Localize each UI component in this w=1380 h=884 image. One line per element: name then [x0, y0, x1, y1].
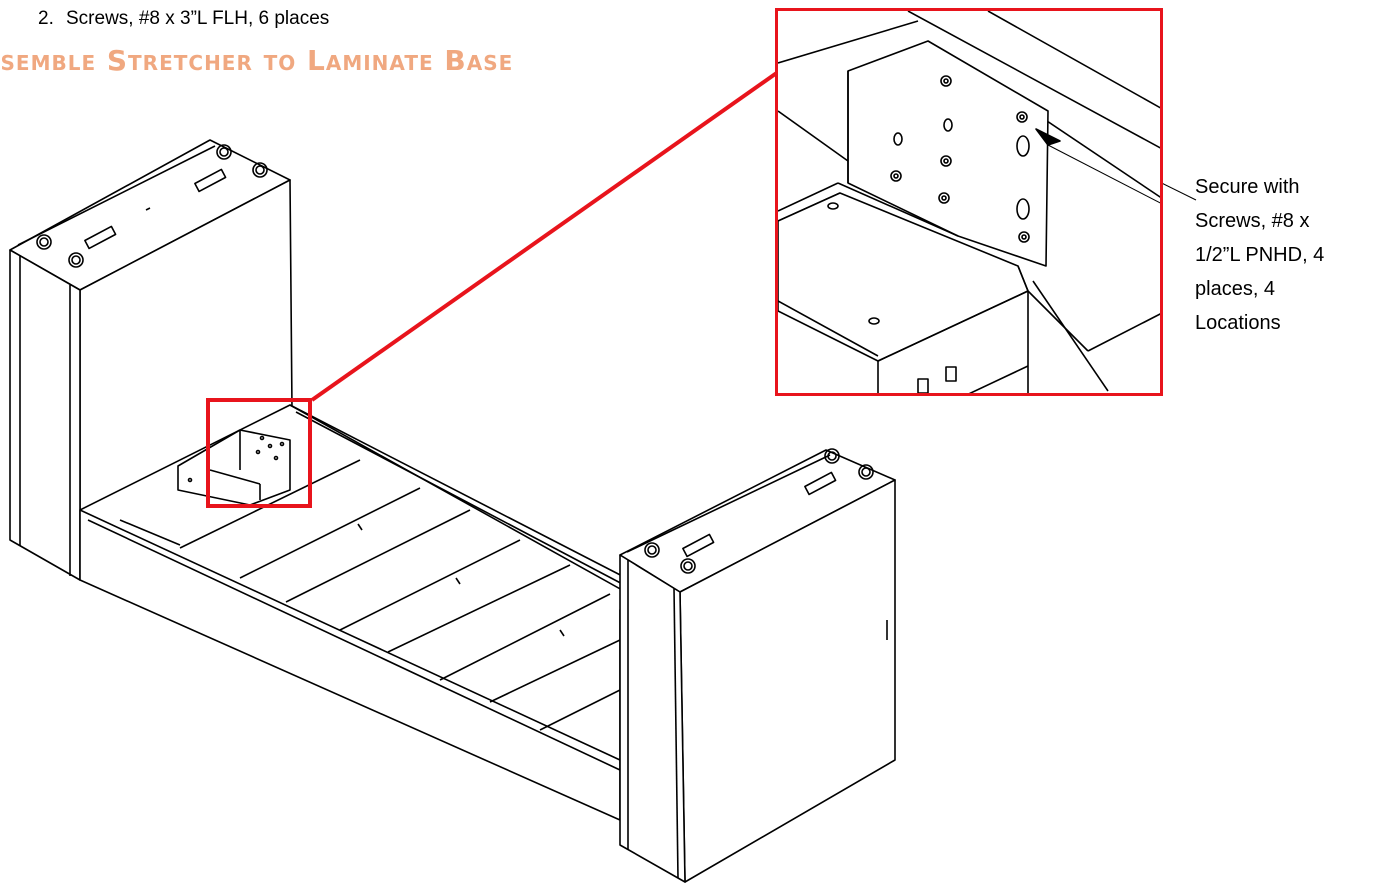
parts-list-item: 2. Screws, #8 x 3”L FLH, 6 places: [38, 8, 329, 30]
callout-line: Screws, #8 x: [1195, 210, 1310, 232]
parts-list-text: Screws, #8 x 3”L FLH, 6 places: [66, 8, 330, 29]
callout-line: places, 4: [1195, 278, 1276, 300]
detail-drawing: [778, 11, 1160, 393]
detail-view: [775, 8, 1163, 396]
parts-list-number: 2.: [38, 8, 54, 29]
zoom-leader-line: [310, 70, 780, 402]
callout-line: Locations: [1195, 312, 1281, 334]
callout-text: Secure with Screws, #8 x 1/2”L PNHD, 4 p…: [1195, 170, 1380, 340]
callout-line: 1/2”L PNHD, 4: [1195, 244, 1325, 266]
callout-line: Secure with: [1195, 176, 1300, 198]
right-end-panel: [619, 448, 896, 883]
left-end-panel: [9, 139, 293, 581]
step-title: ssemble Stretcher to Laminate Base: [0, 44, 514, 77]
stretcher-base: [79, 404, 641, 821]
zoom-highlight-box: [206, 398, 312, 508]
